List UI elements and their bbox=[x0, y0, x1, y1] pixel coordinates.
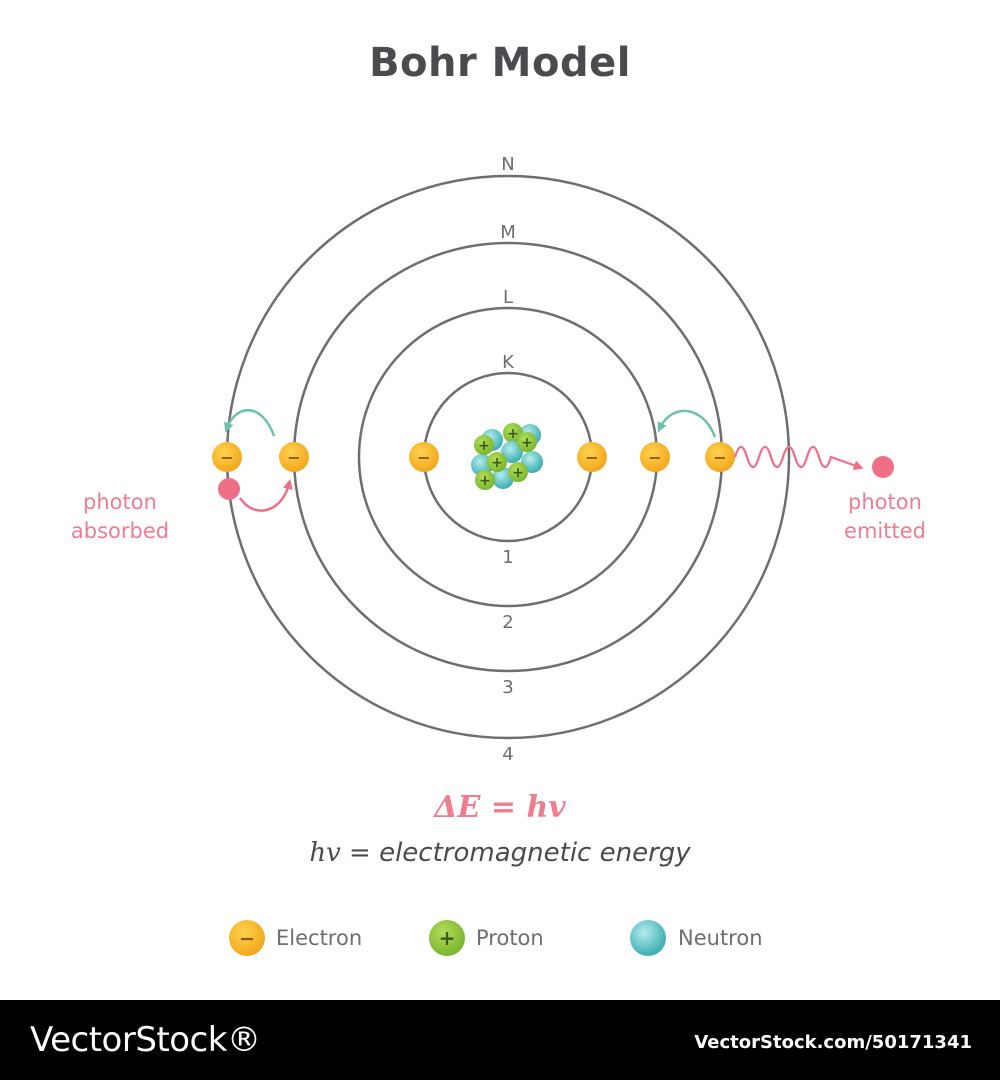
shell-number-3: 3 bbox=[502, 677, 513, 698]
caption-line: photon bbox=[83, 490, 157, 514]
bohr-diagram: K L M N 1 2 3 4 + + + + + + − − − − − − bbox=[212, 154, 894, 765]
hv-description: = electromagnetic energy bbox=[340, 838, 691, 868]
electron-icon: − bbox=[229, 920, 265, 956]
emitted-photon-icon bbox=[872, 456, 894, 478]
svg-text:−: − bbox=[713, 448, 726, 467]
neutron-icon bbox=[501, 441, 523, 463]
proton-icon: + bbox=[517, 432, 537, 452]
proton-icon: + bbox=[475, 470, 495, 490]
energy-equation: ΔE = hv bbox=[434, 790, 566, 825]
legend-label-electron: Electron bbox=[276, 926, 363, 950]
nucleus: + + + + + + bbox=[471, 423, 543, 490]
svg-text:+: + bbox=[491, 455, 503, 471]
svg-text:−: − bbox=[585, 448, 598, 467]
shell-number-1: 1 bbox=[502, 547, 513, 568]
footer-bar: VectorStock® VectorStock.com/50171341 bbox=[0, 1000, 1000, 1080]
caption-line: absorbed bbox=[70, 519, 170, 543]
electron-icon: − bbox=[279, 442, 309, 472]
svg-text:+: + bbox=[507, 426, 519, 442]
transition-arrow-left bbox=[224, 409, 276, 437]
footer-brand-logo: VectorStock® bbox=[30, 1020, 261, 1060]
svg-text:−: − bbox=[648, 448, 661, 467]
shell-letter-n: N bbox=[501, 154, 514, 175]
electron-icon: − bbox=[212, 442, 242, 472]
proton-icon: + bbox=[429, 920, 465, 956]
electron-icon: − bbox=[577, 442, 607, 472]
shell-letter-m: M bbox=[500, 222, 516, 243]
absorbed-photon-icon bbox=[218, 478, 240, 500]
proton-icon: + bbox=[508, 462, 528, 482]
electron-icon: − bbox=[409, 442, 439, 472]
hv-definition: hv = electromagnetic energy bbox=[0, 838, 1000, 868]
svg-text:+: + bbox=[479, 473, 491, 489]
legend-item-electron: − Electron bbox=[228, 918, 362, 958]
neutron-icon bbox=[630, 920, 666, 956]
legend-label-neutron: Neutron bbox=[678, 926, 763, 950]
hv-symbol: hv bbox=[309, 838, 341, 868]
emitted-photon-wave bbox=[733, 445, 864, 471]
shell-number-4: 4 bbox=[502, 744, 513, 765]
caption-line: emitted bbox=[844, 519, 926, 543]
proton-icon: + bbox=[474, 435, 494, 455]
legend-item-proton: + Proton bbox=[428, 918, 544, 958]
svg-text:+: + bbox=[478, 438, 490, 454]
transition-arrow-right bbox=[657, 409, 717, 438]
shell-letter-l: L bbox=[503, 287, 513, 308]
svg-text:−: − bbox=[220, 448, 233, 467]
shell-number-2: 2 bbox=[502, 612, 513, 633]
footer-image-id: VectorStock.com/50171341 bbox=[694, 1032, 972, 1053]
caption-line: photon bbox=[848, 490, 922, 514]
legend-item-neutron: Neutron bbox=[628, 918, 763, 958]
proton-icon: + bbox=[487, 452, 507, 472]
photon-absorbed-caption: photon absorbed bbox=[50, 488, 190, 546]
svg-text:−: − bbox=[287, 448, 300, 467]
absorption-arrow bbox=[238, 479, 293, 512]
shell-letter-k: K bbox=[502, 352, 515, 373]
svg-text:+: + bbox=[521, 435, 533, 451]
legend-label-proton: Proton bbox=[476, 926, 544, 950]
svg-text:+: + bbox=[439, 926, 456, 950]
photon-emitted-caption: photon emitted bbox=[815, 488, 955, 546]
svg-text:+: + bbox=[512, 465, 524, 481]
electron-icon: − bbox=[705, 442, 735, 472]
svg-text:−: − bbox=[417, 448, 430, 467]
electron-icon: − bbox=[640, 442, 670, 472]
page-title: Bohr Model bbox=[369, 40, 631, 86]
svg-text:−: − bbox=[239, 928, 255, 950]
